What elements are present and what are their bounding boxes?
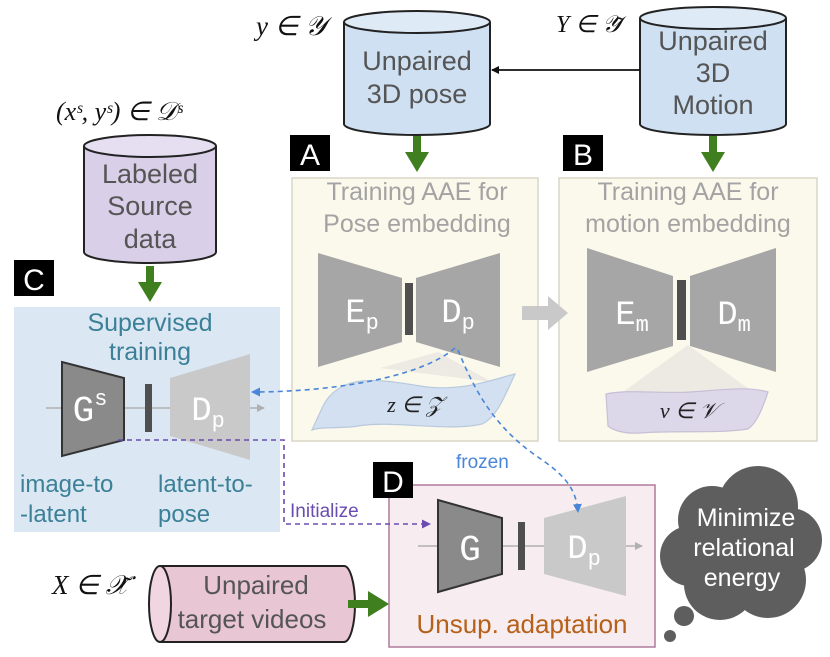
generator-gs-label: Gs [73, 387, 108, 432]
svg-text:Unpaired: Unpaired [203, 570, 309, 600]
svg-text:Source: Source [107, 191, 193, 221]
encoder-ep-label: Ep [345, 295, 379, 336]
svg-text:D: D [382, 466, 404, 499]
decoder-dp-d [544, 496, 626, 596]
bottleneck-a [405, 283, 413, 335]
bottleneck-d [518, 522, 525, 570]
badge-d: D [373, 462, 413, 499]
svg-text:Labeled: Labeled [102, 159, 198, 189]
svg-text:data: data [124, 224, 178, 254]
svg-text:B: B [573, 139, 593, 172]
panel-a-latent-shape [310, 373, 517, 432]
svg-text:Unpaired: Unpaired [362, 46, 472, 76]
panel-b-title-line1: Training AAE for [597, 178, 778, 206]
transfer-arrow-a-to-b [522, 296, 568, 330]
unpaired-pose-math: y ∈ 𝒴 [253, 11, 333, 41]
cylinder-target-videos: Unpaired target videos [148, 565, 356, 643]
frozen-arrow-to-panel-d [457, 349, 582, 513]
initialize-arrow [118, 439, 431, 529]
frozen-label: frozen [456, 452, 509, 473]
decoder-dp-a [416, 253, 500, 367]
green-arrow-source [138, 266, 162, 302]
green-arrow-pose [405, 136, 429, 172]
decoder-dp-c [170, 354, 250, 460]
initialize-label: Initialize [290, 501, 359, 522]
generator-g-label: G [459, 530, 481, 571]
encoder-em-label: Em [615, 297, 649, 338]
panel-a-latent-label: z ∈ 𝒵 [386, 392, 448, 417]
decoder-dp-a-label: Dp [441, 295, 475, 336]
svg-text:Minimize: Minimize [697, 504, 796, 532]
decoder-dp-d-label: Dp [567, 531, 601, 572]
target-videos-math: X ∈ 𝒳̃ [51, 570, 137, 600]
encoder-em [587, 248, 673, 372]
svg-text:3D: 3D [696, 58, 731, 88]
panel-c-title-line2: training [109, 338, 191, 366]
badge-b: B [563, 135, 603, 172]
bottleneck-c [145, 384, 152, 432]
panel-c-left-caption-1: image-to [20, 471, 113, 498]
decoder-dp-c-label: Dp [191, 393, 225, 434]
svg-text:relational: relational [693, 534, 794, 562]
panel-c-left-caption-2: -latent [20, 501, 87, 528]
cylinder-labeled-source: Labeled Source data [83, 134, 217, 264]
panel-c-title-line1: Supervised [87, 309, 212, 337]
generator-gs [61, 360, 125, 458]
decoder-dm [690, 248, 776, 372]
panel-b-latent-shape [605, 388, 769, 434]
svg-text:energy: energy [704, 564, 781, 592]
svg-text:C: C [23, 264, 45, 297]
svg-text:A: A [300, 139, 320, 172]
panel-b-latent-cone [620, 345, 756, 394]
thought-cloud: Minimize relational energy [660, 466, 822, 642]
svg-text:Unpaired: Unpaired [658, 26, 768, 56]
panel-c-right-caption-1: latent-to- [158, 471, 253, 498]
encoder-ep [318, 253, 402, 367]
cylinder-unpaired-motion: Unpaired 3D Motion [639, 6, 787, 136]
frozen-arrow-to-panel-c [251, 347, 456, 397]
panel-b-latent-label: v ∈ 𝒱 [660, 398, 725, 423]
badge-a: A [290, 135, 330, 172]
unpaired-motion-math: Y ∈ 𝒴̃ [556, 12, 627, 38]
panel-a-title-line2: Pose embedding [323, 210, 511, 238]
cylinder-unpaired-pose: Unpaired 3D pose [343, 10, 491, 136]
panel-d-caption: Unsup. adaptation [416, 609, 627, 639]
badge-c: C [14, 260, 54, 297]
generator-g [437, 498, 503, 594]
svg-text:Motion: Motion [672, 90, 753, 120]
decoder-dm-label: Dm [717, 297, 751, 338]
svg-text:target videos: target videos [178, 604, 327, 634]
bottleneck-b [677, 280, 686, 340]
panel-a-latent-cone [380, 352, 492, 382]
panel-b-title-line2: motion embedding [585, 210, 791, 238]
green-arrow-motion [701, 136, 725, 172]
labeled-source-math: (xˢ, yˢ) ∈ 𝒟ˢ [56, 97, 184, 126]
green-arrow-videos [348, 591, 389, 617]
panel-a-title-line1: Training AAE for [326, 178, 507, 206]
panel-c-right-caption-2: pose [158, 501, 210, 528]
svg-text:3D pose: 3D pose [367, 79, 468, 109]
